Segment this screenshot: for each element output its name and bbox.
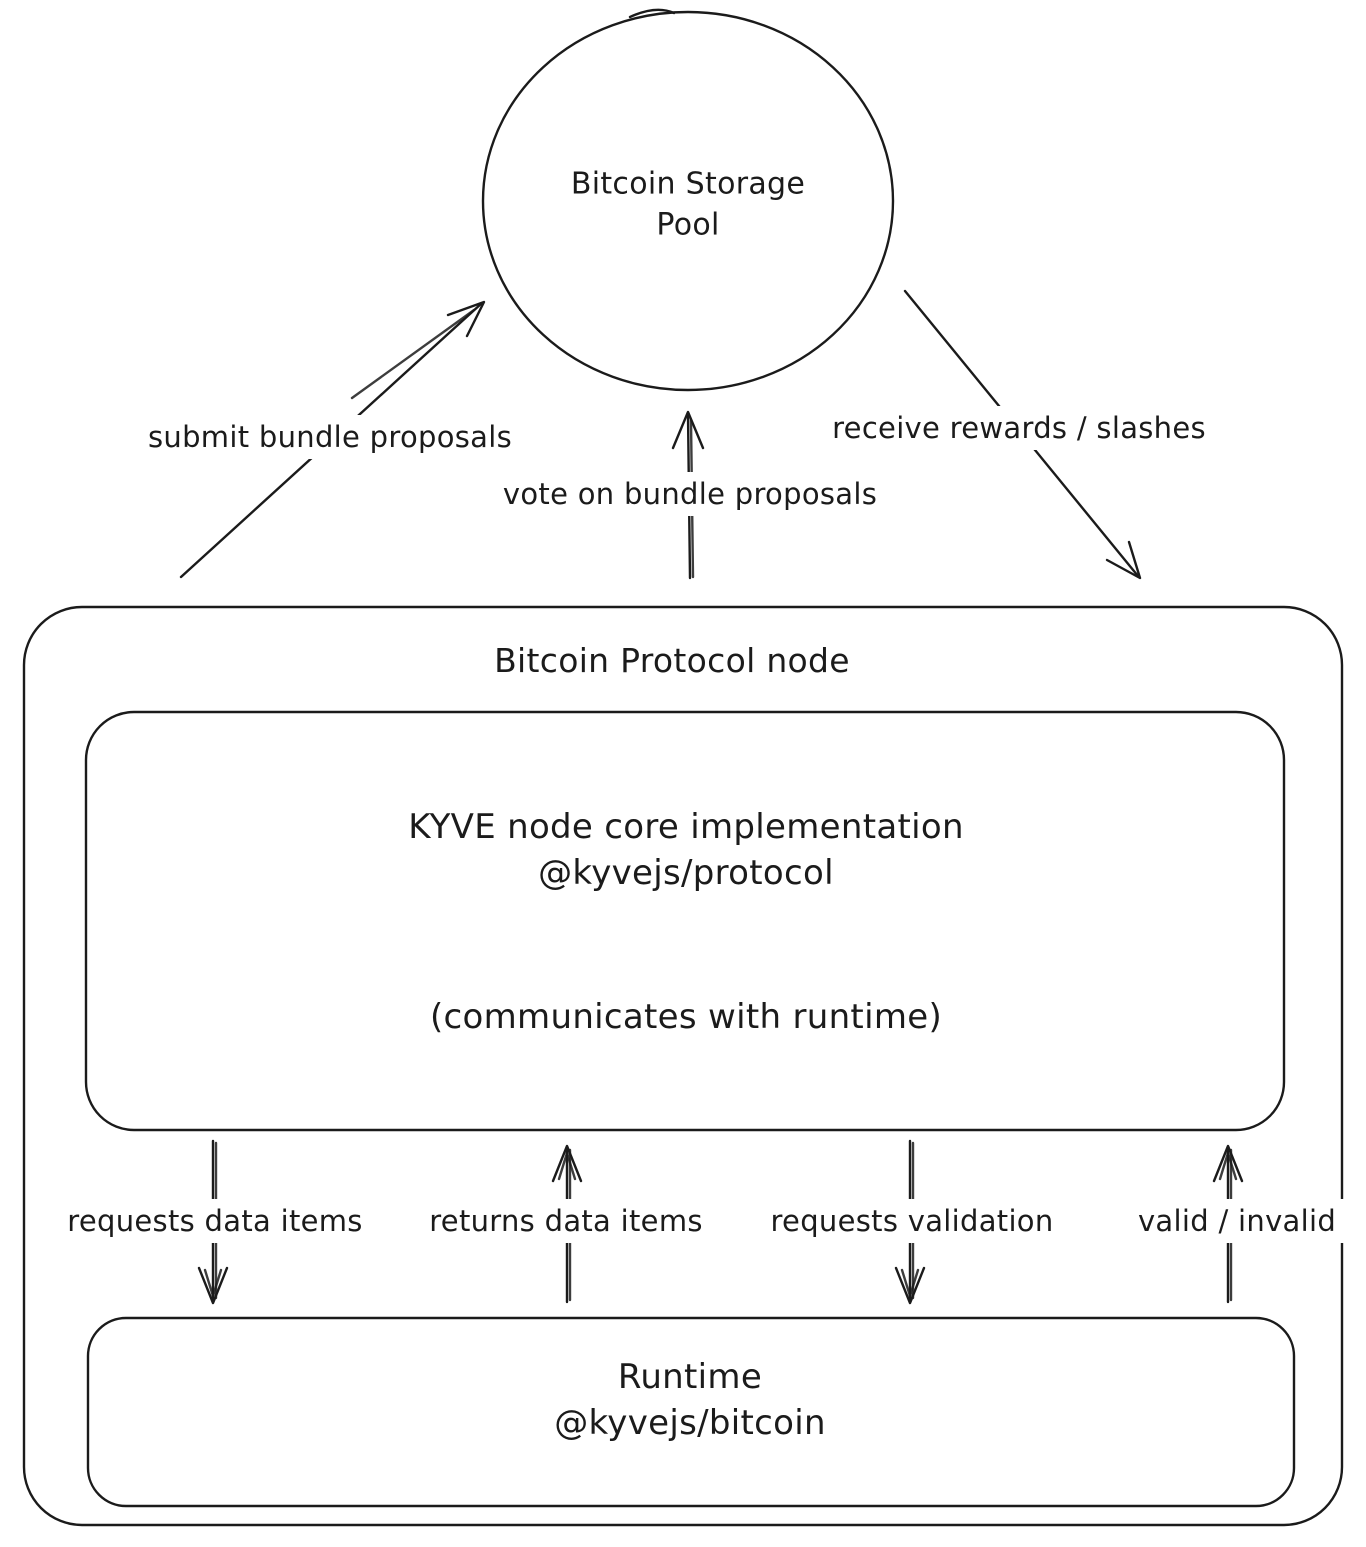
rewards-arrow-label: receive rewards / slashes (824, 405, 1214, 451)
core-note: (communicates with runtime) (429, 996, 943, 1037)
runtime-box (86, 1316, 1296, 1508)
storage-pool-label: Bitcoin Storage Pool (571, 164, 805, 247)
storage-pool-label-line1: Bitcoin Storage (570, 166, 806, 202)
storage-pool-circle (481, 10, 895, 392)
submit-arrow-label: submit bundle proposals (139, 414, 521, 460)
returns-data-arrow-label: returns data items (421, 1198, 711, 1244)
storage-pool-label-line2: Pool (656, 208, 720, 243)
protocol-node-box (22, 605, 1344, 1527)
runtime-label-line2: @kyvejs/bitcoin (554, 1403, 826, 1443)
storage-pool-circle-overdraw (628, 8, 676, 19)
requests-validation-arrow-label: requests validation (762, 1198, 1062, 1244)
core-label-line2: @kyvejs/protocol (538, 853, 834, 893)
requests-data-arrow-label: requests data items (59, 1198, 371, 1244)
core-label-line1: KYVE node core implementation (408, 806, 964, 847)
valid-invalid-arrow-label: valid / invalid (1129, 1198, 1345, 1244)
protocol-node-title: Bitcoin Protocol node (494, 641, 850, 681)
core-box (84, 710, 1286, 1132)
runtime-label-line1: Runtime (617, 1356, 763, 1397)
runtime-label: Runtime @kyvejs/bitcoin (554, 1354, 826, 1446)
core-label: KYVE node core implementation @kyvejs/pr… (408, 804, 964, 896)
vote-arrow-label: vote on bundle proposals (494, 471, 886, 517)
